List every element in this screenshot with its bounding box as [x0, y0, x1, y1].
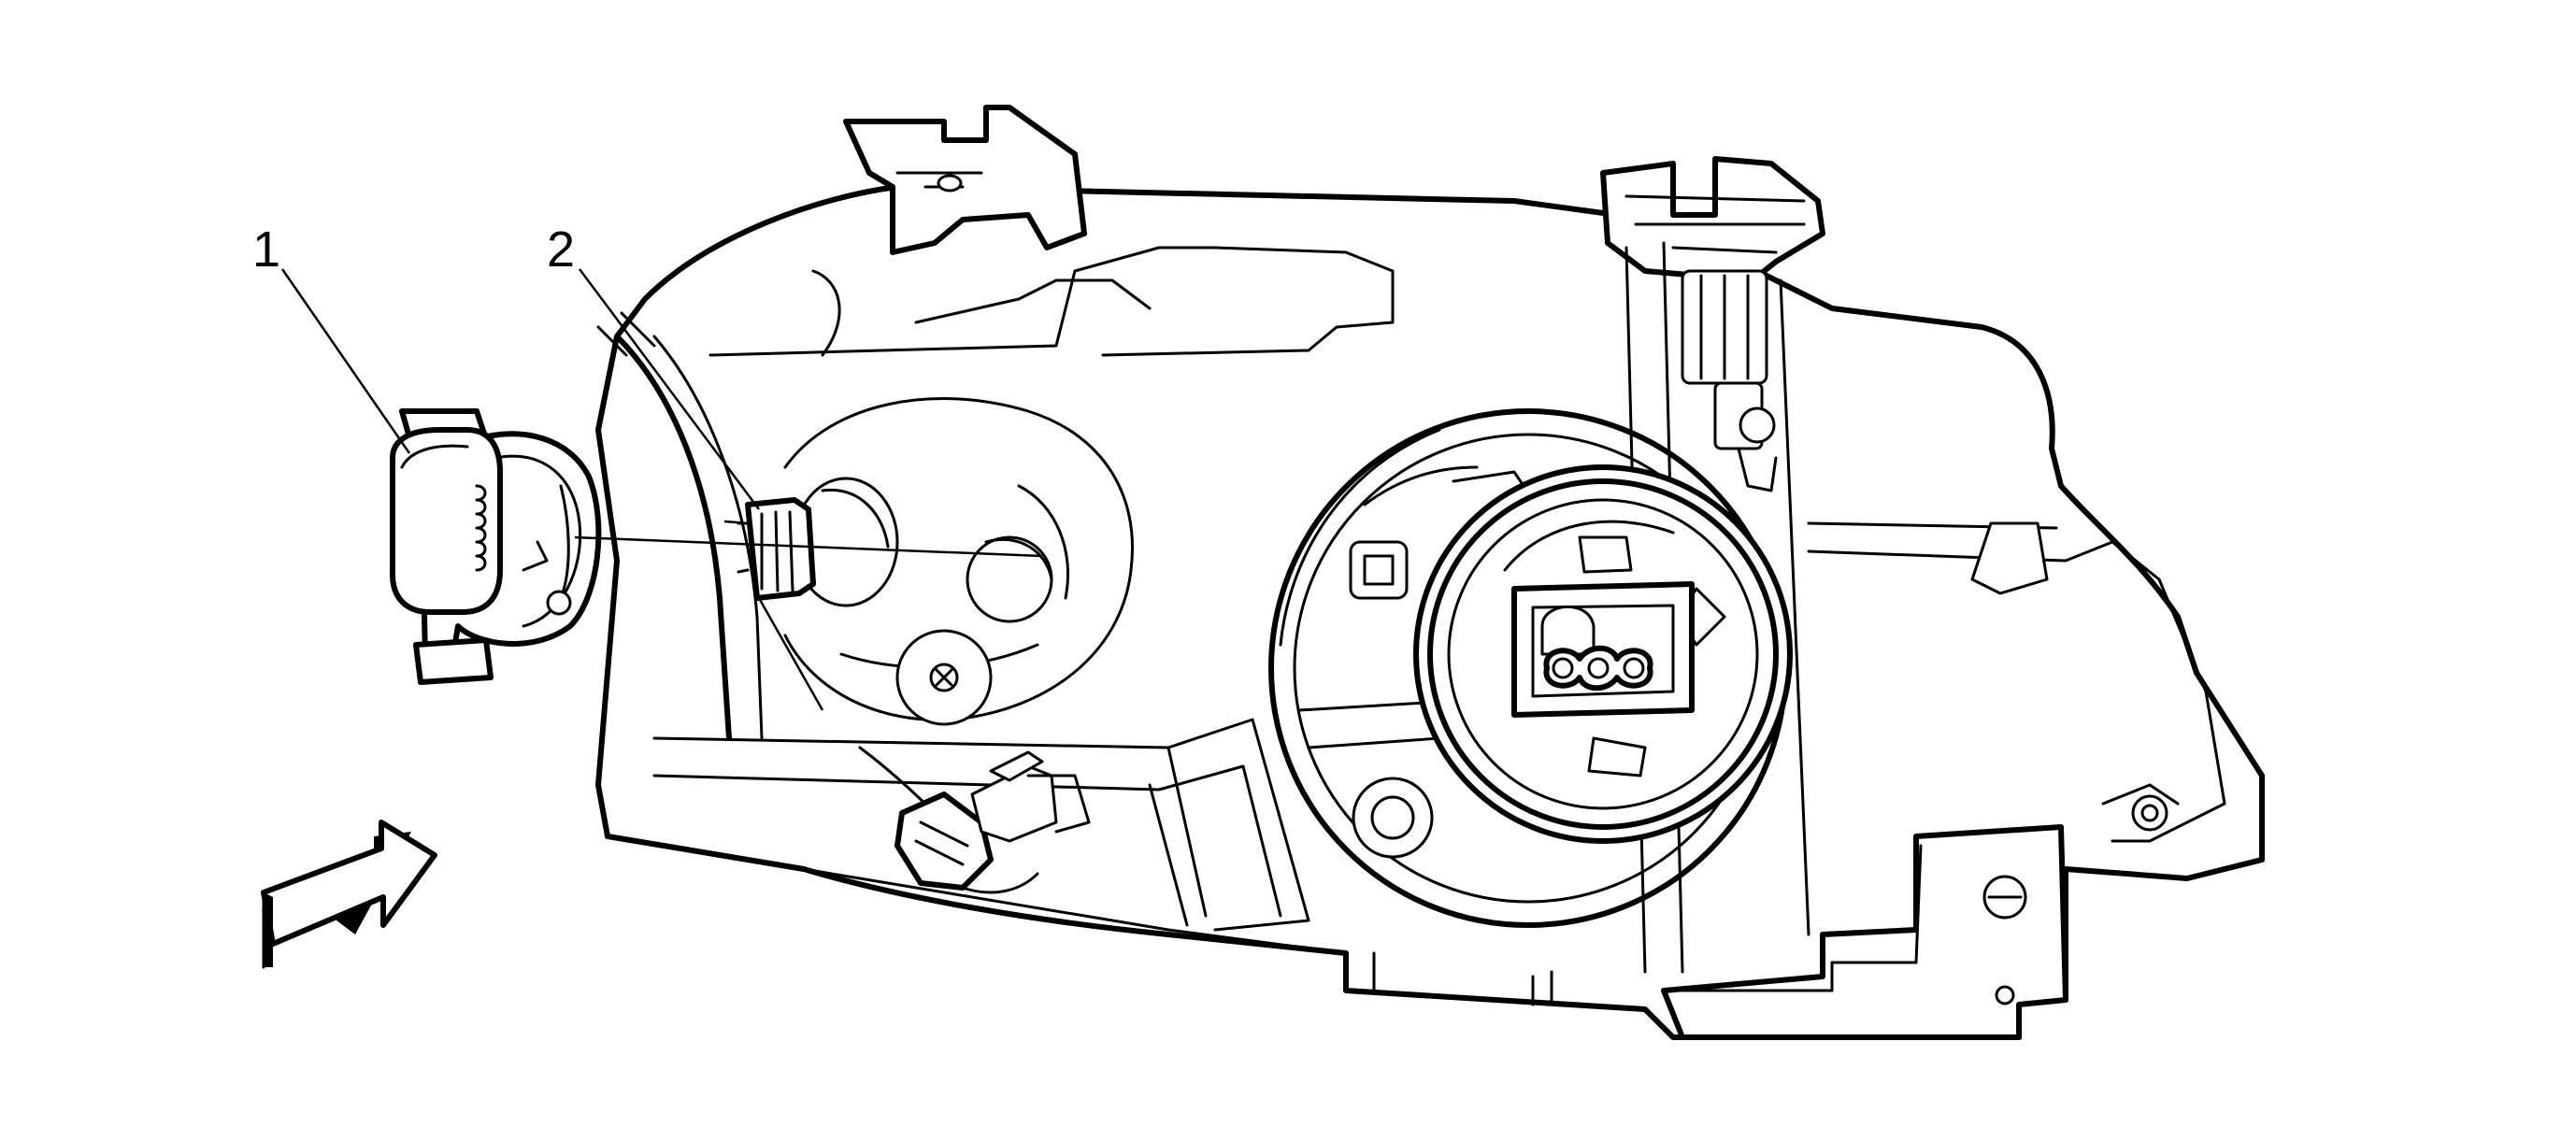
leader-lines — [280, 268, 1043, 711]
turn-signal-reflector — [783, 397, 1134, 726]
main-reflector — [1268, 408, 1788, 928]
harness-connector — [858, 746, 1091, 894]
callout-2: 2 — [547, 221, 575, 278]
leader-socket-lower — [757, 597, 824, 711]
bulb-socket — [737, 477, 899, 607]
leader-2 — [578, 268, 761, 510]
headlamp-bulb-retainer — [1413, 464, 1793, 844]
leader-1 — [280, 268, 411, 454]
headlamp-housing — [595, 105, 2265, 1040]
leader-socket-axis-b — [723, 520, 749, 525]
leader-socket-axis — [574, 535, 1043, 558]
callout-1: 1 — [252, 221, 280, 278]
arrow-body — [261, 820, 437, 947]
socket-cover — [390, 408, 602, 685]
view-direction-arrow — [261, 820, 437, 969]
